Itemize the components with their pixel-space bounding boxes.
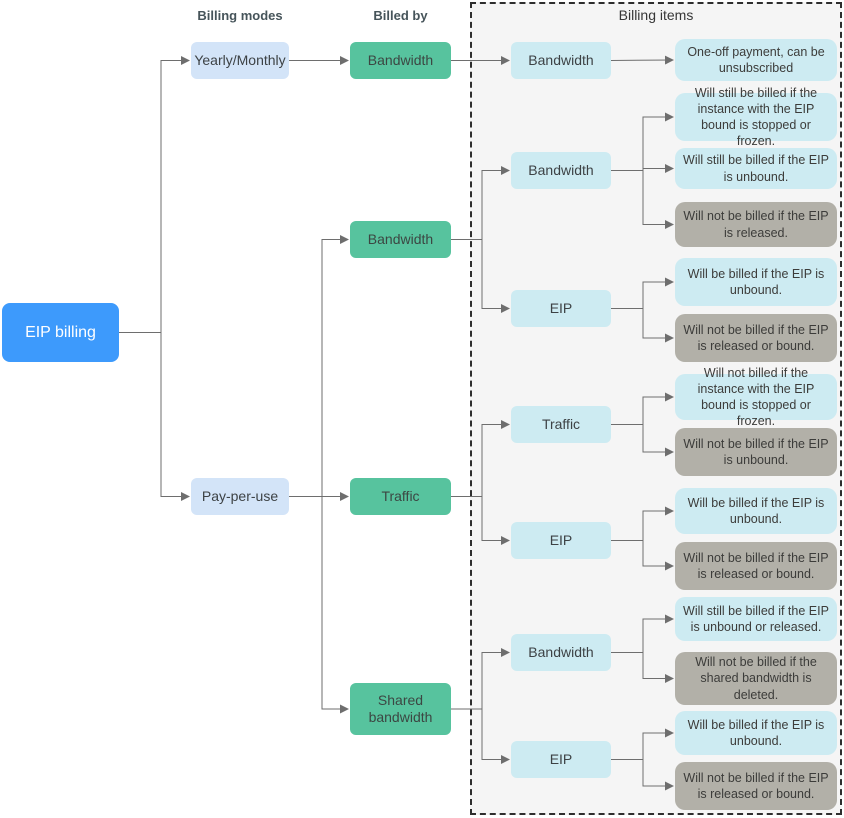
node-eip-billing: EIP billing bbox=[2, 303, 119, 362]
billing-item-note: Will be billed if the EIP is unbound. bbox=[675, 488, 837, 534]
billing-item-note: Will still be billed if the instance wit… bbox=[675, 86, 837, 148]
billing-item-note: Will not be billed if the EIP is unbound… bbox=[675, 428, 837, 476]
node-item-type-eip-1: EIP bbox=[511, 290, 611, 327]
node-item-type-bandwidth-2: Bandwidth bbox=[511, 152, 611, 189]
billing-item-note: Will still be billed if the EIP is unbou… bbox=[675, 148, 837, 189]
column-header-billing-modes: Billing modes bbox=[197, 8, 283, 23]
node-billed-by-bandwidth-payperuse: Bandwidth bbox=[350, 221, 451, 258]
node-item-type-traffic: Traffic bbox=[511, 406, 611, 443]
billing-item-note: Will still be billed if the EIP is unbou… bbox=[675, 597, 837, 641]
billing-item-note: Will not be billed if the EIP is release… bbox=[675, 202, 837, 247]
billing-item-note: Will be billed if the EIP is unbound. bbox=[675, 711, 837, 755]
node-pay-per-use: Pay-per-use bbox=[191, 478, 289, 515]
billing-item-note: Will not be billed if the shared bandwid… bbox=[675, 652, 837, 705]
node-billed-by-shared-bandwidth: Shared bandwidth bbox=[350, 683, 451, 735]
billing-item-note: Will not be billed if the EIP is release… bbox=[675, 542, 837, 590]
billing-item-note: One-off payment, can be unsubscribed bbox=[675, 39, 837, 81]
node-item-type-eip-2: EIP bbox=[511, 522, 611, 559]
column-header-billing-items: Billing items bbox=[618, 7, 694, 23]
node-item-type-eip-3: EIP bbox=[511, 741, 611, 778]
node-billed-by-bandwidth-yearly: Bandwidth bbox=[350, 42, 451, 79]
billing-item-note: Will be billed if the EIP is unbound. bbox=[675, 258, 837, 306]
billing-item-note: Will not billed if the instance with the… bbox=[675, 366, 837, 428]
billing-item-note: Will not be billed if the EIP is release… bbox=[675, 314, 837, 362]
node-billed-by-traffic: Traffic bbox=[350, 478, 451, 515]
node-item-type-bandwidth-3: Bandwidth bbox=[511, 634, 611, 671]
billing-item-note: Will not be billed if the EIP is release… bbox=[675, 762, 837, 810]
node-item-type-bandwidth-1: Bandwidth bbox=[511, 42, 611, 79]
node-yearly-monthly: Yearly/Monthly bbox=[191, 42, 289, 79]
column-header-billed-by: Billed by bbox=[373, 8, 428, 23]
